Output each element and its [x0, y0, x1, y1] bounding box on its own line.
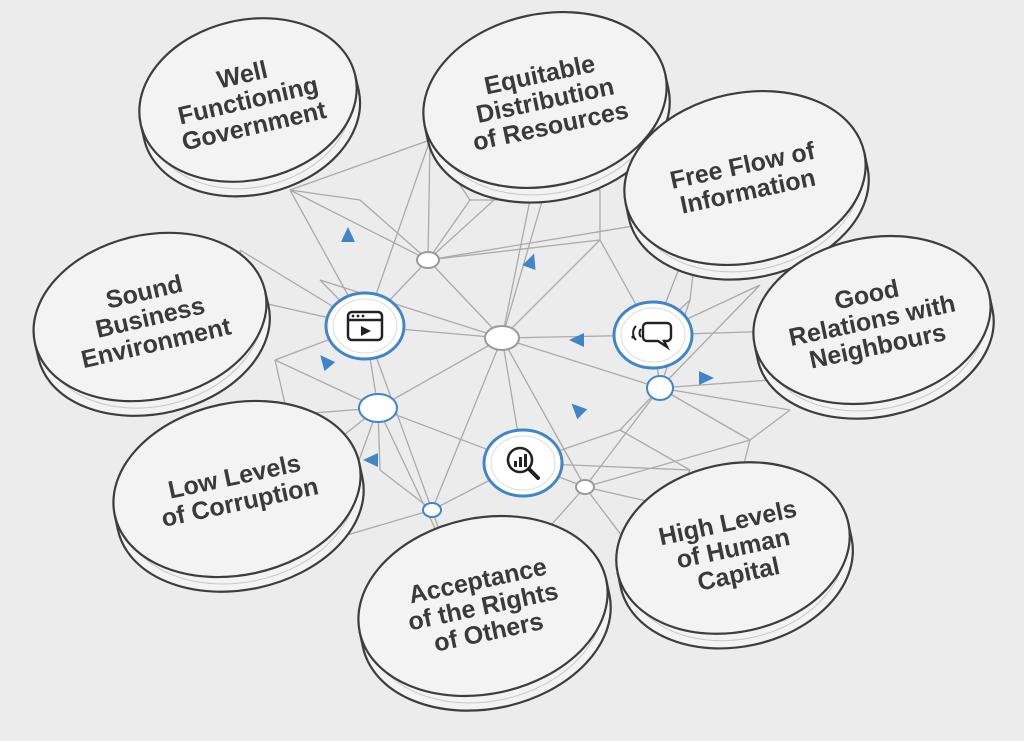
network-arrows: [320, 227, 714, 467]
network-nodes: [358, 251, 674, 518]
network-link: [659, 379, 771, 389]
pillar-disc-top: [32, 231, 268, 403]
network-link: [427, 139, 431, 261]
network-link: [501, 199, 531, 339]
network-node: [484, 325, 520, 351]
pillar-disc-top: [623, 89, 867, 267]
chat-bubbles-icon: [612, 300, 694, 370]
network-link: [427, 259, 503, 339]
network-link: [431, 337, 503, 511]
pillar-disc-top: [112, 399, 362, 579]
hub-icons: [324, 291, 694, 498]
network-link: [501, 337, 586, 488]
network-link: [289, 189, 361, 201]
flow-arrow: [341, 227, 355, 242]
network-link: [501, 239, 601, 339]
network-link: [427, 199, 471, 261]
pillar-disc-top: [615, 461, 851, 635]
network-link: [359, 199, 429, 261]
network-link: [319, 279, 503, 339]
video-player-icon: [324, 291, 406, 361]
pillar-disc-top: [138, 17, 358, 183]
network-link: [289, 189, 429, 261]
network-link: [427, 239, 601, 261]
flow-arrow: [522, 253, 536, 271]
pillar-disc-top: [752, 234, 992, 406]
network-link: [379, 469, 433, 511]
network-link: [619, 429, 691, 471]
network-link: [659, 284, 761, 389]
network-link: [584, 439, 751, 488]
network-link: [659, 387, 751, 441]
network-link: [659, 387, 791, 411]
network-link: [289, 139, 431, 191]
network-node: [416, 251, 440, 269]
pillar-disc-top: [357, 514, 609, 698]
network-link: [584, 387, 661, 488]
flow-arrow: [363, 453, 378, 467]
flow-arrow: [569, 333, 584, 347]
flow-arrow: [320, 355, 336, 372]
pillar-disc-top: [422, 10, 668, 190]
network-link: [377, 337, 503, 409]
network-link: [501, 337, 661, 389]
flow-arrow: [571, 403, 588, 420]
network-node: [575, 479, 595, 495]
network-node: [358, 393, 398, 423]
magnifier-chart-icon: [482, 428, 564, 498]
flow-arrow: [699, 371, 714, 385]
network-node: [422, 502, 442, 518]
network-node: [646, 375, 674, 401]
network-link: [749, 409, 791, 441]
network-link: [274, 359, 379, 409]
